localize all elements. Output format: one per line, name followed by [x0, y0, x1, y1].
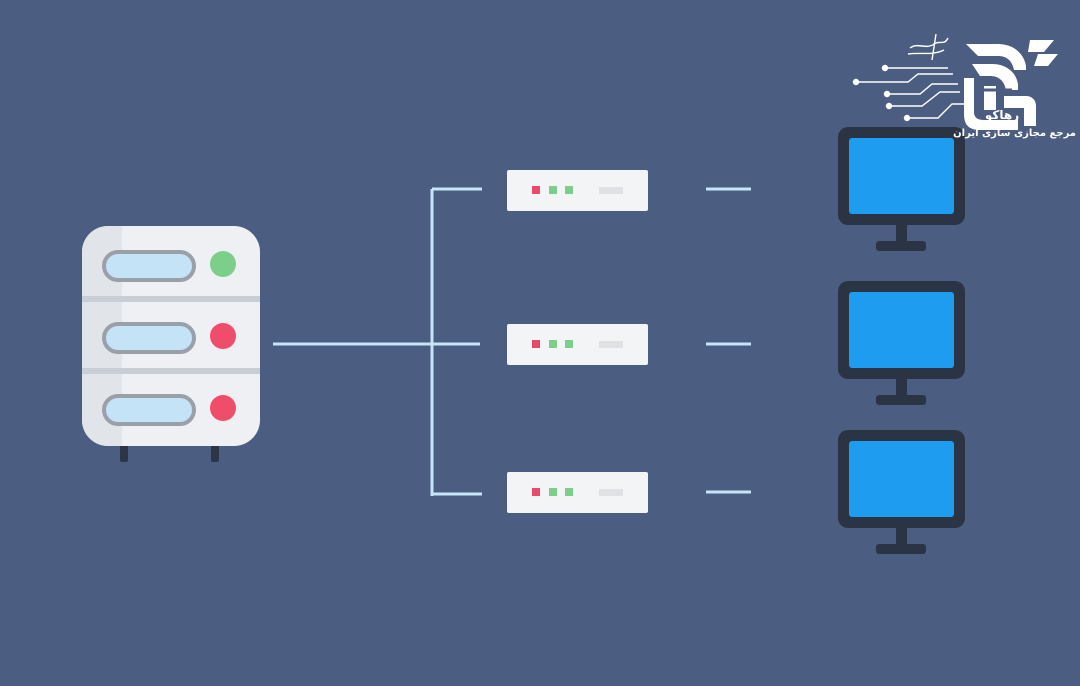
- brand-logo: رهاکو مرجع مجازی سازی ایران: [848, 30, 1076, 148]
- logo-name: رهاکو: [984, 108, 1020, 122]
- monitor-neck: [896, 225, 907, 243]
- monitor-frame: [838, 281, 965, 379]
- monitor-icon: [838, 430, 965, 556]
- monitor-icon: [838, 127, 965, 253]
- switch-led-red: [532, 340, 540, 348]
- switch-port: [599, 341, 623, 348]
- switch-led-green: [549, 488, 557, 496]
- server-divider: [82, 296, 260, 302]
- monitor-neck: [896, 528, 907, 546]
- monitor-screen: [849, 441, 954, 517]
- monitor-neck: [896, 379, 907, 397]
- server-status-led-green: [210, 251, 236, 277]
- server-foot: [120, 446, 128, 462]
- monitor-base: [876, 395, 926, 405]
- server-divider: [82, 368, 260, 374]
- server-foot: [211, 446, 219, 462]
- network-switch-icon: [507, 170, 648, 211]
- monitor-frame: [838, 430, 965, 528]
- server-drive-slot: [102, 322, 196, 354]
- server-status-led-red: [210, 395, 236, 421]
- switch-led-red: [532, 488, 540, 496]
- network-switch-icon: [507, 472, 648, 513]
- switch-port: [599, 489, 623, 496]
- network-switch-icon: [507, 324, 648, 365]
- monitor-base: [876, 544, 926, 554]
- monitor-icon: [838, 281, 965, 407]
- switch-led-red: [532, 186, 540, 194]
- monitor-screen: [849, 138, 954, 214]
- switch-led-green: [549, 186, 557, 194]
- monitor-frame: [838, 127, 965, 225]
- switch-led-green: [565, 186, 573, 194]
- server-icon: [82, 226, 260, 446]
- server-drive-slot: [102, 394, 196, 426]
- switch-led-green: [565, 340, 573, 348]
- logo-tagline: مرجع مجازی سازی ایران: [953, 128, 1076, 139]
- switch-led-green: [565, 488, 573, 496]
- server-status-led-red: [210, 323, 236, 349]
- switch-port: [599, 187, 623, 194]
- server-drive-slot: [102, 250, 196, 282]
- switch-led-green: [549, 340, 557, 348]
- logo-mark-icon: [852, 33, 1058, 130]
- monitor-base: [876, 241, 926, 251]
- monitor-screen: [849, 292, 954, 368]
